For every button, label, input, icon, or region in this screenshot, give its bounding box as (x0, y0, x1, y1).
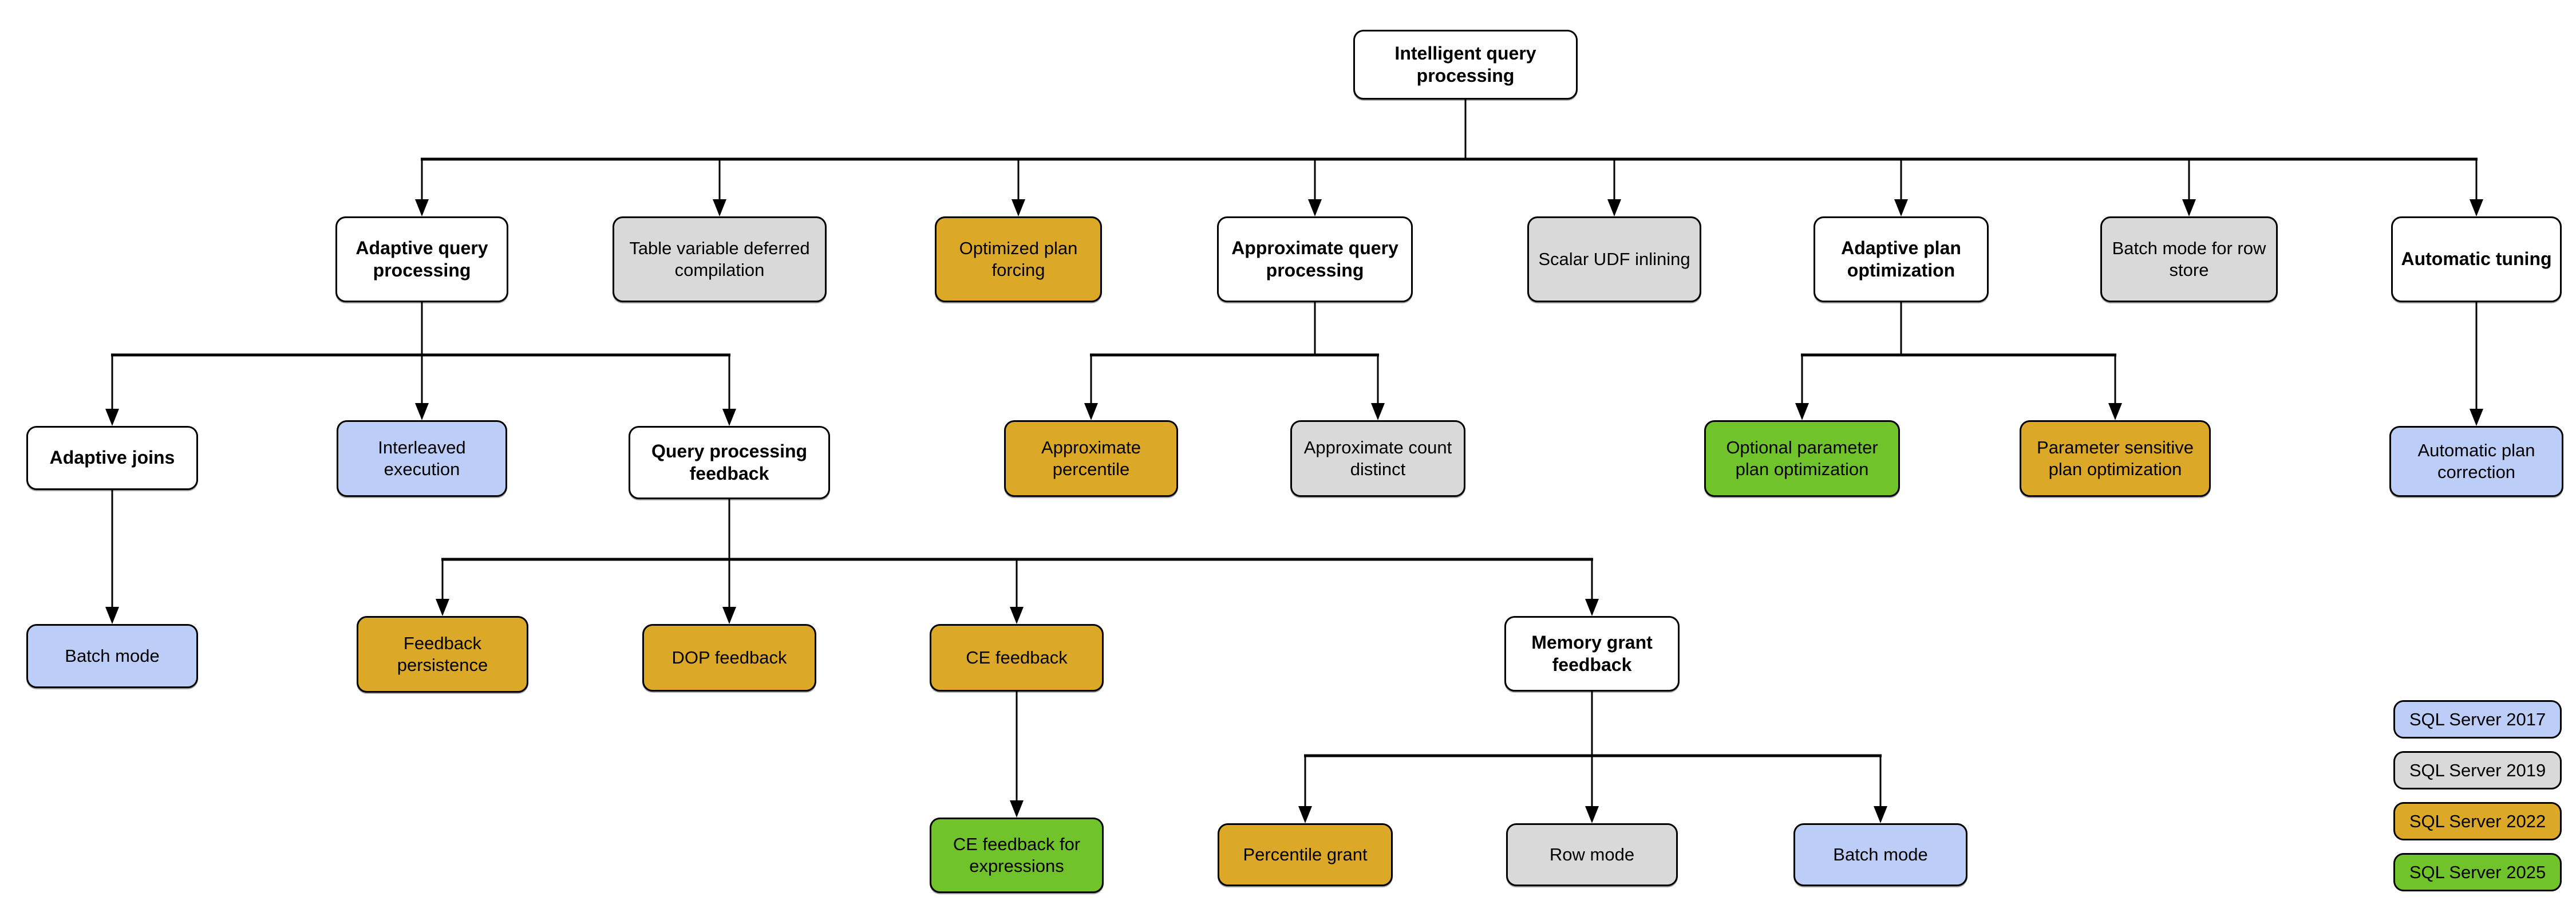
arrowhead-oppo (1795, 403, 1809, 420)
node-at: Automatic tuning (2391, 216, 2562, 302)
node-mgf: Memory grant feedback (1504, 616, 1680, 692)
node-bm1: Batch mode (26, 624, 198, 688)
node-sudf: Scalar UDF inlining (1527, 216, 1701, 302)
node-apc: Automatic plan correction (2389, 426, 2563, 497)
legend-item-sql-server-2019: SQL Server 2019 (2393, 751, 2562, 789)
arrowhead-rm (1585, 806, 1599, 823)
arrowhead-ie (415, 403, 429, 420)
node-rm: Row mode (1506, 823, 1678, 886)
arrowhead-acd (1371, 403, 1385, 420)
arrowhead-apc (2470, 409, 2483, 426)
node-cefe: CE feedback for expressions (930, 818, 1104, 893)
arrowhead-apct (1084, 403, 1098, 420)
node-aj: Adaptive joins (26, 426, 198, 490)
arrowhead-cef (1010, 607, 1024, 624)
arrowhead-aqproc (1308, 199, 1322, 216)
node-tvdc: Table variable deferred compilation (613, 216, 827, 302)
node-oppo: Optional parameter plan optimization (1704, 420, 1900, 497)
node-fp: Feedback persistence (357, 616, 528, 693)
node-pg: Percentile grant (1218, 823, 1393, 886)
arrowhead-bm2 (1874, 806, 1887, 823)
node-opf: Optimized plan forcing (935, 216, 1102, 302)
legend-item-sql-server-2025: SQL Server 2025 (2393, 853, 2562, 891)
node-aqproc: Approximate query processing (1217, 216, 1413, 302)
legend-item-sql-server-2017: SQL Server 2017 (2393, 700, 2562, 739)
legend-item-sql-server-2022: SQL Server 2022 (2393, 802, 2562, 840)
arrowhead-tvdc (713, 199, 726, 216)
arrowhead-pspo (2108, 403, 2122, 420)
node-pspo: Parameter sensitive plan optimization (2020, 420, 2211, 497)
arrowhead-aj (105, 409, 119, 426)
arrowhead-fp (436, 599, 449, 616)
arrowhead-mgf (1585, 599, 1599, 616)
node-apo: Adaptive plan optimization (1814, 216, 1989, 302)
arrowhead-qpf (722, 409, 736, 426)
arrowhead-pg (1298, 806, 1312, 823)
node-ie: Interleaved execution (337, 420, 507, 497)
node-bmrs: Batch mode for row store (2100, 216, 2278, 302)
node-qpf: Query processing feedback (629, 426, 830, 499)
arrowhead-sudf (1607, 199, 1621, 216)
node-bm2: Batch mode (1793, 823, 1967, 886)
arrowhead-opf (1012, 199, 1025, 216)
arrowhead-cefe (1010, 800, 1024, 818)
node-dop: DOP feedback (642, 624, 816, 692)
arrowhead-bm1 (105, 607, 119, 624)
node-apct: Approximate percentile (1004, 420, 1178, 497)
arrowhead-aqp (415, 199, 429, 216)
node-aqp: Adaptive query processing (335, 216, 508, 302)
arrowhead-apo (1894, 199, 1908, 216)
node-acd: Approximate count distinct (1290, 420, 1465, 497)
node-cef: CE feedback (930, 624, 1104, 692)
arrowhead-bmrs (2182, 199, 2196, 216)
arrowhead-dop (722, 607, 736, 624)
node-root: Intelligent query processing (1353, 30, 1578, 100)
arrowhead-at (2470, 199, 2483, 216)
